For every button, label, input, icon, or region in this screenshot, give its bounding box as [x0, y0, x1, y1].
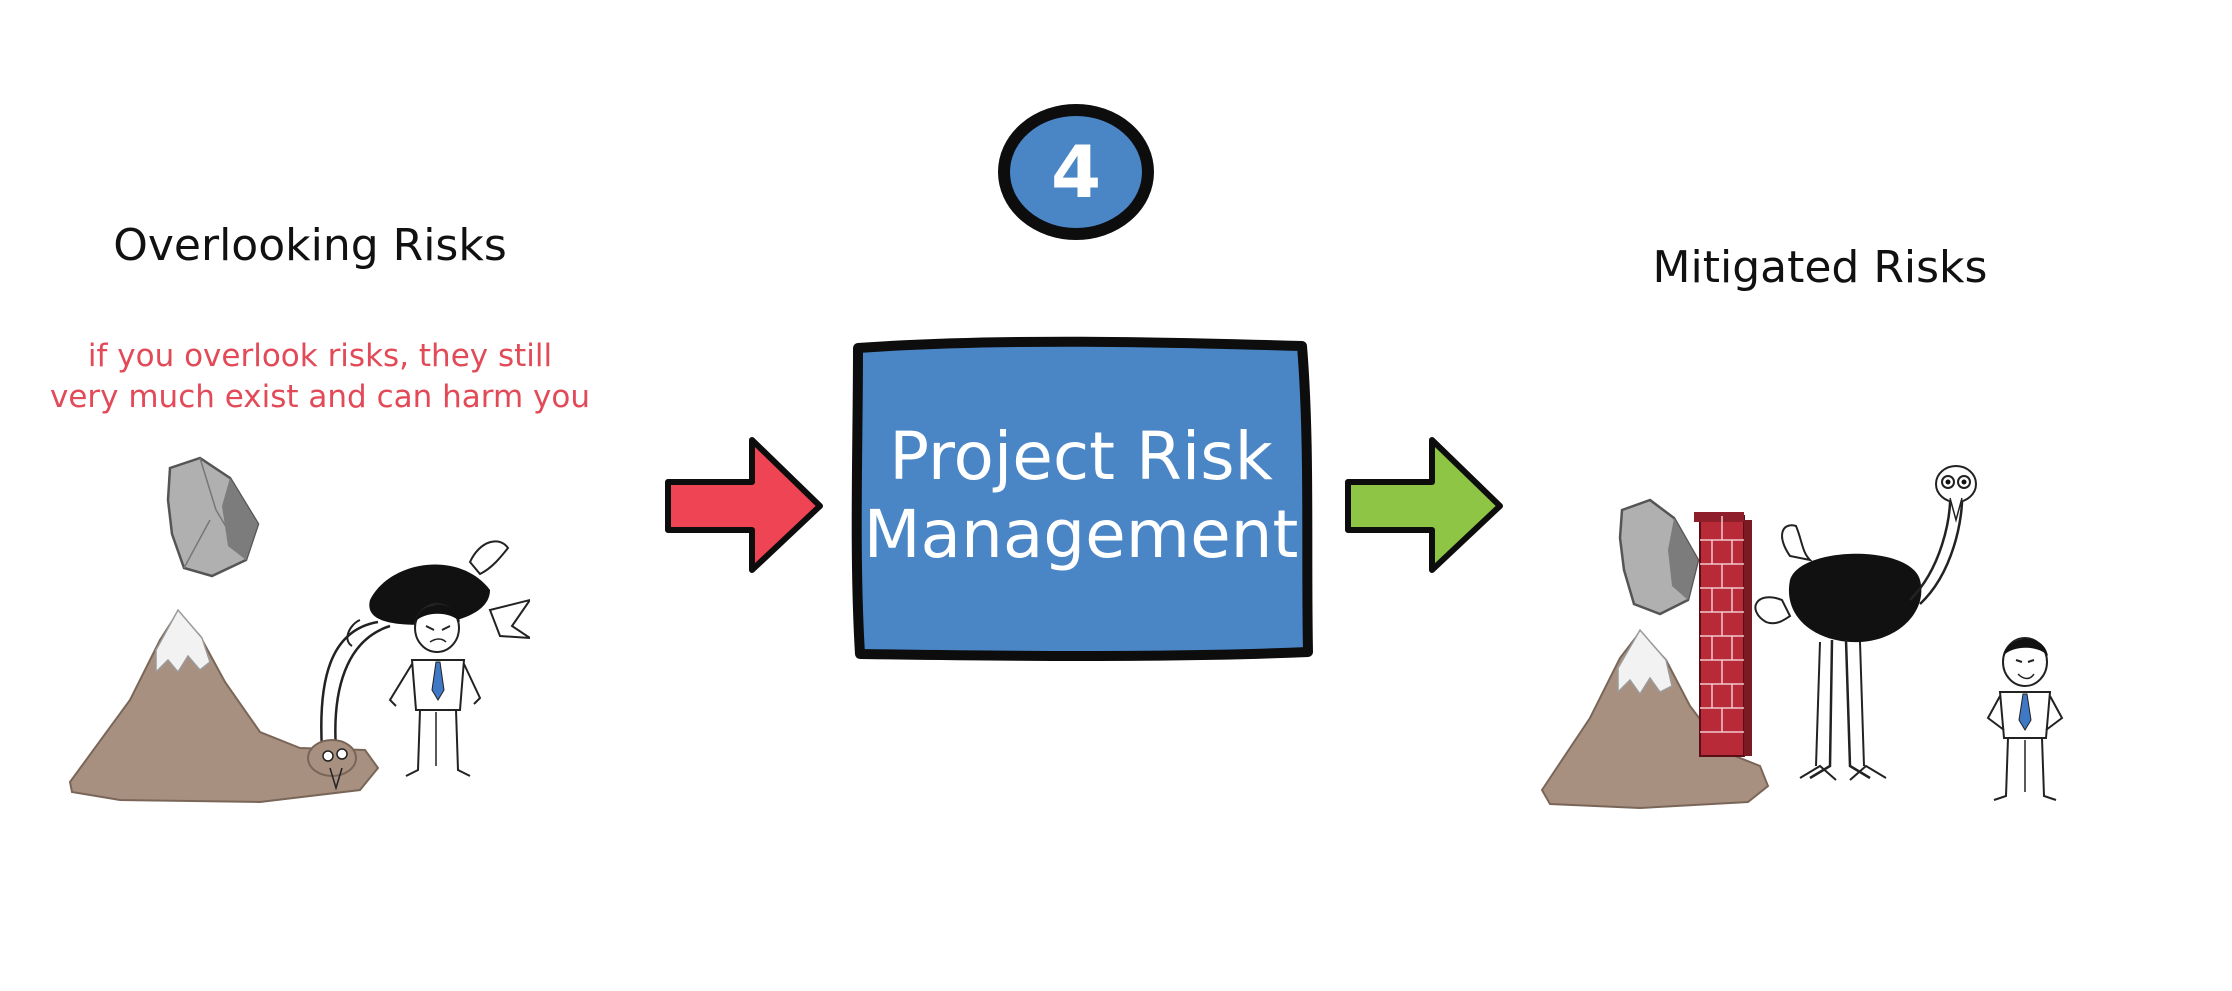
mountain-icon — [68, 608, 380, 804]
overlook-warning-text: if you overlook risks, they still very m… — [20, 336, 620, 418]
process-box — [851, 336, 1313, 661]
arrow-right-icon — [665, 437, 823, 573]
ostrich-head-in-sand-illustration — [68, 456, 530, 804]
mitigated-risks-title: Mitigated Risks — [1652, 242, 1988, 293]
warning-line-1: if you overlook risks, they still — [87, 338, 553, 374]
brick-wall-protected-illustration — [1540, 465, 2064, 810]
man-figure-icon — [388, 603, 482, 777]
warning-line-2: very much exist and can harm you — [50, 379, 590, 415]
process-label-line-1: Project Risk — [889, 418, 1273, 495]
boulder-icon — [166, 456, 260, 578]
oval-badge-icon — [998, 104, 1154, 240]
arrow-right-icon — [1345, 437, 1503, 573]
ostrich-neck-icon — [307, 620, 391, 791]
boulder-icon — [1618, 498, 1700, 616]
process-label-line-2: Management — [863, 496, 1299, 573]
step-number: 4 — [1050, 130, 1102, 214]
overlooking-risks-title: Overlooking Risks — [113, 220, 507, 271]
man-figure-icon — [1986, 637, 2064, 801]
ostrich-body-icon — [346, 540, 530, 647]
process-label: Project Risk Management — [858, 418, 1304, 574]
ostrich-icon — [1754, 465, 1977, 781]
brick-wall-icon — [1694, 512, 1752, 757]
